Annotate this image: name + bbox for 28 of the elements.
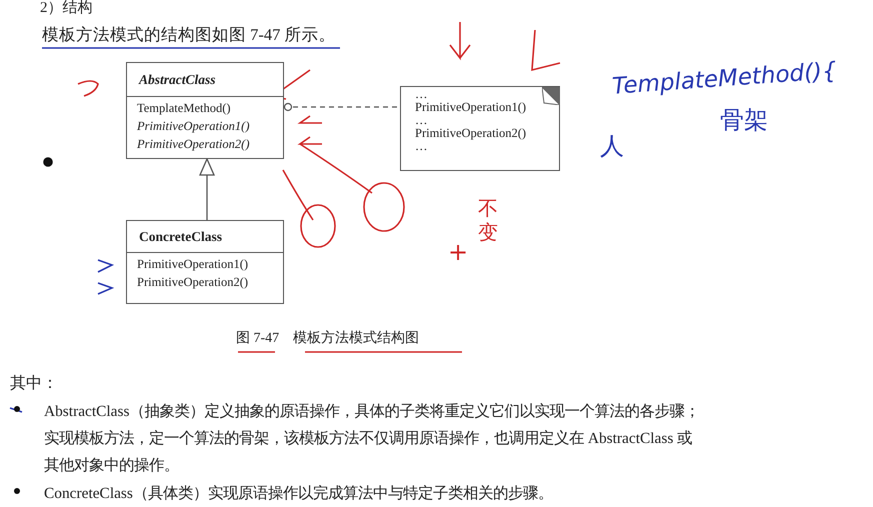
handwritten-note: + — [448, 238, 468, 266]
ellipsis-text: … — [415, 141, 428, 151]
handwritten-note: 骨架 — [720, 105, 768, 136]
operation-text: PrimitiveOperation1() — [137, 256, 248, 273]
operation-text: PrimitiveOperation2() — [137, 274, 248, 291]
class-name: ConcreteClass — [139, 228, 222, 246]
class-box — [126, 62, 284, 159]
ellipsis-text: … — [415, 89, 428, 99]
dashed-connector — [284, 102, 400, 112]
section-label: 其中： — [10, 374, 58, 394]
class-box — [126, 220, 284, 304]
operation-text: PrimitiveOperation1() — [137, 118, 250, 135]
operation-text: PrimitiveOperation2() — [137, 136, 250, 153]
bullet-text: AbstractClass（抽象类）定义抽象的原语操作，具体的子类将重定义它们以实现一个算法的各步骤；实现模板方法，定一个算法的骨架，该模板方法不仅调用原语操作，也调用定义在 AbstractClass 或其他对象中的操作。 — [44, 402, 700, 476]
operation-text: PrimitiveOperation1() — [415, 99, 526, 115]
ellipsis-text: … — [415, 115, 428, 125]
operation-text: TemplateMethod() — [137, 100, 231, 117]
bullet-text: ConcreteClass（具体类）实现原语操作以完成算法中与特定子类相关的步骤。 — [44, 484, 554, 504]
figure-caption: 图 7-47 模板方法模式结构图 — [236, 329, 420, 347]
inheritance-arrow — [199, 158, 215, 220]
operation-text: PrimitiveOperation2() — [415, 125, 526, 141]
class-name: AbstractClass — [139, 71, 216, 89]
handwritten-note: 不变 — [478, 196, 499, 244]
handwritten-note: 人 — [600, 131, 624, 162]
intro-text: 模板方法模式的结构图如图 7-47 所示。 — [42, 24, 336, 46]
note-box — [400, 86, 560, 171]
handwritten-note: TemplateMethod(){ — [611, 58, 838, 100]
heading: 2）结构 — [40, 0, 92, 16]
